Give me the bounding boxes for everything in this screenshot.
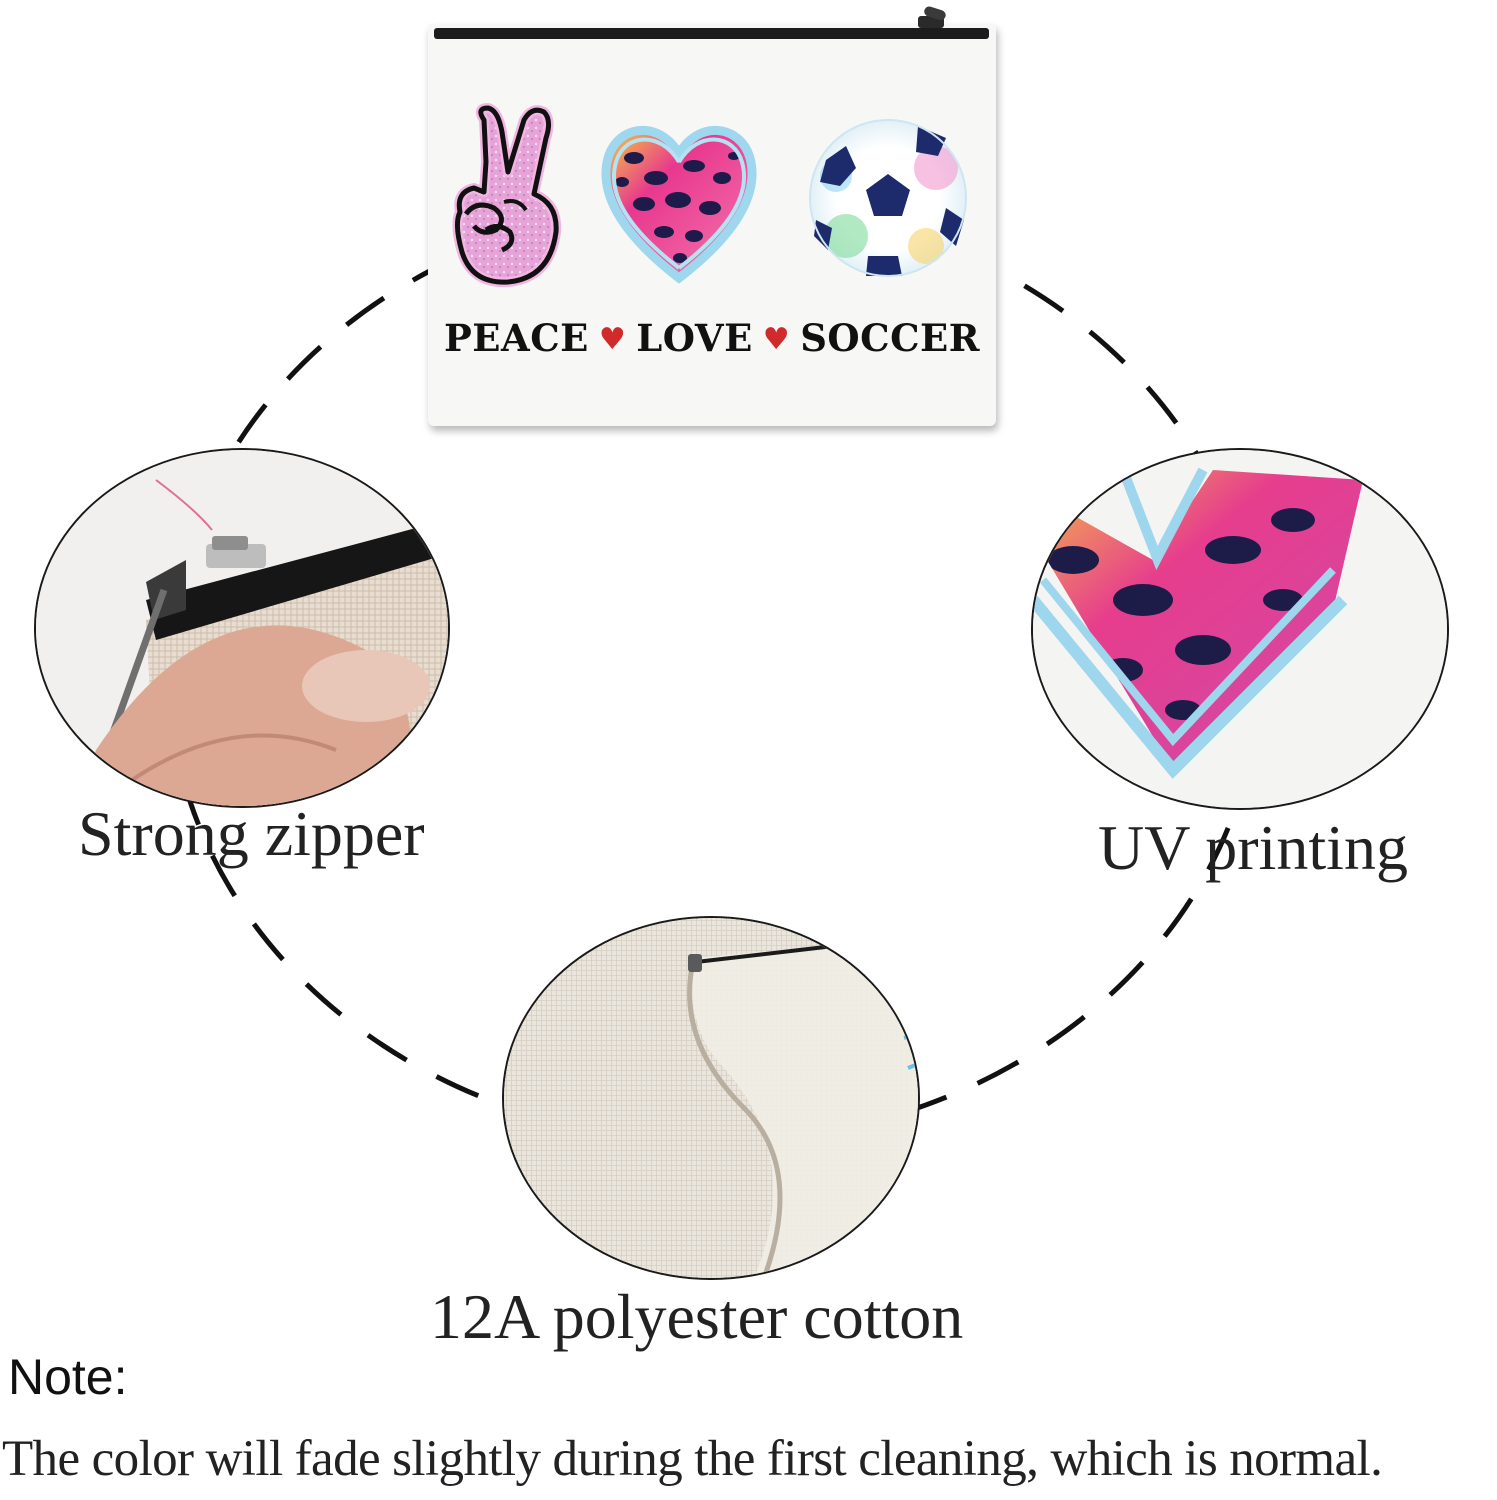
feature-caption-fabric: 12A polyester cotton — [430, 1281, 964, 1352]
note-heading: Note: — [8, 1349, 128, 1405]
heart-icon: ♥ — [598, 322, 627, 357]
note-text: The color will fade slightly during the … — [2, 1431, 1383, 1487]
feature-caption-zipper: Strong zipper — [78, 798, 425, 869]
slogan-word: LOVE — [636, 316, 753, 360]
zipper-closeup-photo — [34, 448, 450, 808]
heart-icon: ♥ — [762, 322, 791, 357]
fabric-closeup-photo — [502, 916, 920, 1280]
pouch-product: PEACE ♥ LOVE ♥ SOCCER — [428, 6, 996, 426]
pouch-slogan: PEACE ♥ LOVE ♥ SOCCER — [428, 316, 996, 360]
print-closeup-photo — [1031, 448, 1449, 810]
feature-caption-uv-printing: UV printing — [1098, 812, 1408, 883]
peace-hand-icon — [452, 103, 562, 288]
soccer-ball-icon — [809, 119, 967, 277]
zipper-pull-icon — [918, 6, 946, 28]
zipper-tape — [434, 28, 989, 39]
leopard-heart-icon — [601, 125, 757, 284]
slogan-word: SOCCER — [800, 316, 981, 360]
slogan-word: PEACE — [443, 316, 589, 360]
